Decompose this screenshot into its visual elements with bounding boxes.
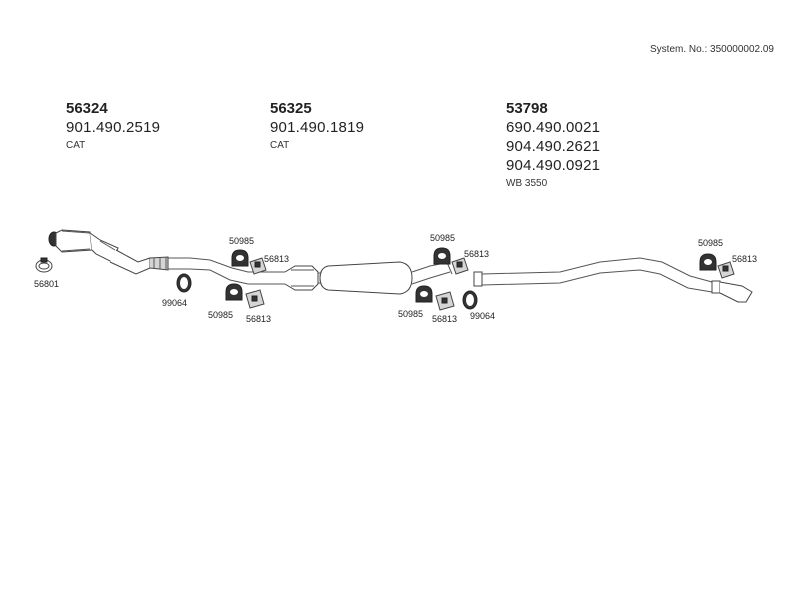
part-note: WB 3550 xyxy=(506,178,548,189)
label-50985-b: 50985 xyxy=(208,310,233,320)
label-50985-a: 50985 xyxy=(229,236,254,246)
rubber-hanger-50985-b xyxy=(225,283,243,301)
bracket-56813-b xyxy=(245,289,265,309)
bracket-56813-e xyxy=(717,261,735,279)
label-56813-c: 56813 xyxy=(464,249,489,259)
label-56813-e: 56813 xyxy=(732,254,757,264)
bracket-56813-d xyxy=(435,291,455,311)
label-50985-c: 50985 xyxy=(430,233,455,243)
oem-reference: 901.490.2519 xyxy=(66,119,161,136)
label-99064-b: 99064 xyxy=(470,311,495,321)
oem-reference: 904.490.2621 xyxy=(506,138,601,155)
system-number: System. No.: 350000002.09 xyxy=(650,44,774,55)
clamp-99064-a xyxy=(176,273,192,293)
part-group-rear-silencer: 53798 690.490.0021 904.490.2621 904.490.… xyxy=(506,100,600,189)
part-note: CAT xyxy=(270,140,290,151)
bracket-56813-c xyxy=(451,257,469,275)
part-group-middle-catalyst: 56325 901.490.1819 CAT xyxy=(270,100,364,151)
rubber-hanger-50985-a xyxy=(231,249,249,267)
front-catalyst xyxy=(48,229,190,275)
part-number: 56324 xyxy=(66,100,108,117)
label-50985-d: 50985 xyxy=(398,309,423,319)
oem-reference: 690.490.0021 xyxy=(506,119,601,136)
rubber-hanger-50985-e xyxy=(699,253,717,271)
bracket-56813-a xyxy=(249,257,267,275)
part-number: 56325 xyxy=(270,100,312,117)
part-number: 53798 xyxy=(506,100,548,117)
rubber-hanger-50985-c xyxy=(433,247,451,265)
part-note: CAT xyxy=(66,140,86,151)
clamp-99064-b xyxy=(462,290,478,310)
clamp-56801 xyxy=(35,257,53,273)
label-56813-a: 56813 xyxy=(264,254,289,264)
rear-pipe xyxy=(473,257,753,303)
part-group-front-catalyst: 56324 901.490.2519 CAT xyxy=(66,100,160,151)
label-99064-a: 99064 xyxy=(162,298,187,308)
label-50985-e: 50985 xyxy=(698,238,723,248)
rubber-hanger-50985-d xyxy=(415,285,433,303)
oem-reference: 904.490.0921 xyxy=(506,157,601,174)
label-56801: 56801 xyxy=(34,279,59,289)
label-56813-b: 56813 xyxy=(246,314,271,324)
oem-reference: 901.490.1819 xyxy=(270,119,365,136)
front-silencer xyxy=(319,259,453,295)
label-56813-d: 56813 xyxy=(432,314,457,324)
